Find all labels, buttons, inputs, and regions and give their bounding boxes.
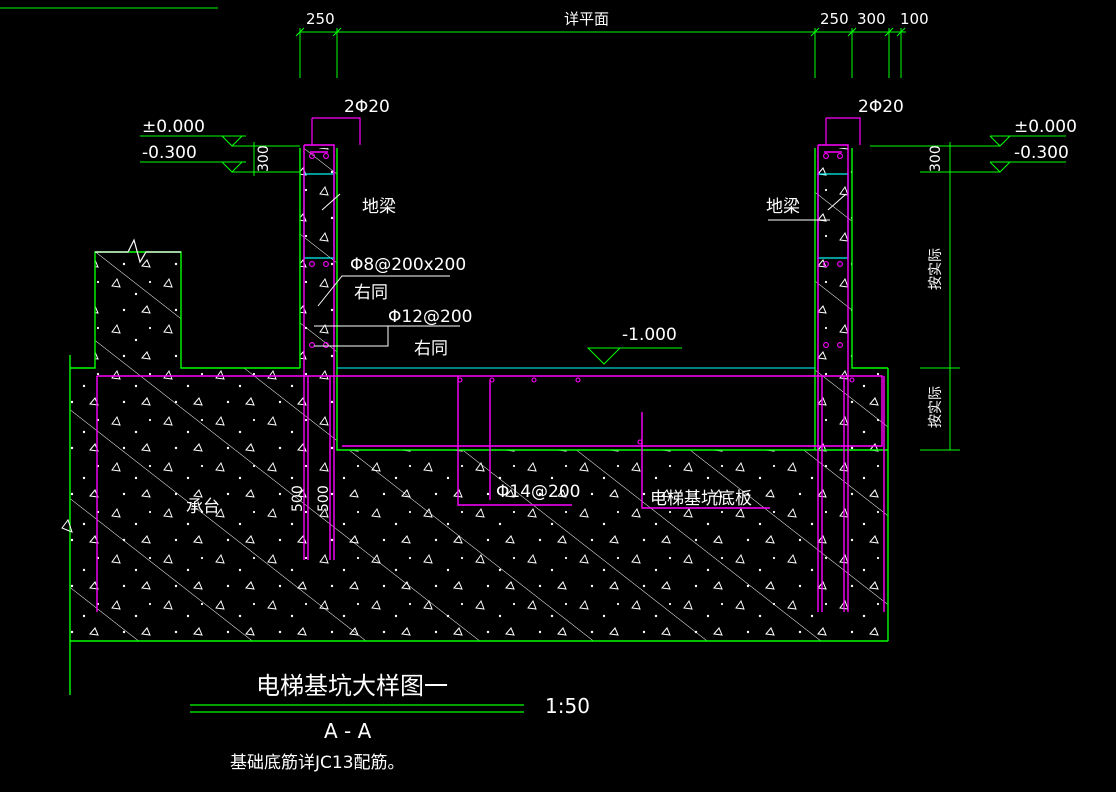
drawing-note: 基础底筋详JC13配筋。 xyxy=(230,753,405,773)
dim-as-actual-1: 按实际 xyxy=(928,248,944,290)
dim-250-right: 250 xyxy=(820,10,849,28)
dim-500-b: 500 xyxy=(316,485,332,512)
mesh-label: Φ8@200x200 xyxy=(350,255,466,275)
beam-label-left: 地梁 xyxy=(362,197,396,217)
elev-right-minus: -0.300 xyxy=(1014,143,1069,163)
rebar-label-right: 2Φ20 xyxy=(858,97,904,117)
rebar-label-left: 2Φ20 xyxy=(344,97,390,117)
dim-300-left: 300 xyxy=(256,145,272,172)
dim-250-left: 250 xyxy=(306,10,335,28)
mesh-note: 右同 xyxy=(354,283,388,303)
bar12-note: 右同 xyxy=(414,339,448,359)
rebar-dots xyxy=(309,153,855,445)
leader-lines xyxy=(314,193,847,347)
rebar-lines xyxy=(96,117,885,612)
dim-detail: 详平面 xyxy=(564,10,609,28)
dim-100: 100 xyxy=(900,10,929,28)
elevation-markers xyxy=(61,135,1066,533)
dim-300-right: 300 xyxy=(928,145,944,172)
top-dimension-lines xyxy=(295,27,906,78)
elev-left-zero: ±0.000 xyxy=(142,117,205,137)
dim-500-a: 500 xyxy=(290,485,306,512)
dim-as-actual-2: 按实际 xyxy=(928,386,944,428)
elev-right-zero: ±0.000 xyxy=(1014,117,1077,137)
bar14-label: Φ14@200 xyxy=(496,482,580,502)
slab-label: 电梯基坑底板 xyxy=(650,489,752,509)
title-underline xyxy=(190,704,524,713)
dim-300: 300 xyxy=(857,10,886,28)
elev-left-minus: -0.300 xyxy=(142,143,197,163)
elev-pit: -1.000 xyxy=(622,325,677,345)
break-symbol xyxy=(95,238,181,264)
bar12-label: Φ12@200 xyxy=(388,307,472,327)
cap-label: 承台 xyxy=(186,497,220,517)
section-label: A - A xyxy=(324,719,372,743)
beam-label-right: 地梁 xyxy=(766,197,800,217)
drawing-scale: 1:50 xyxy=(545,694,590,718)
drawing-title: 电梯基坑大样图一 xyxy=(256,672,448,700)
